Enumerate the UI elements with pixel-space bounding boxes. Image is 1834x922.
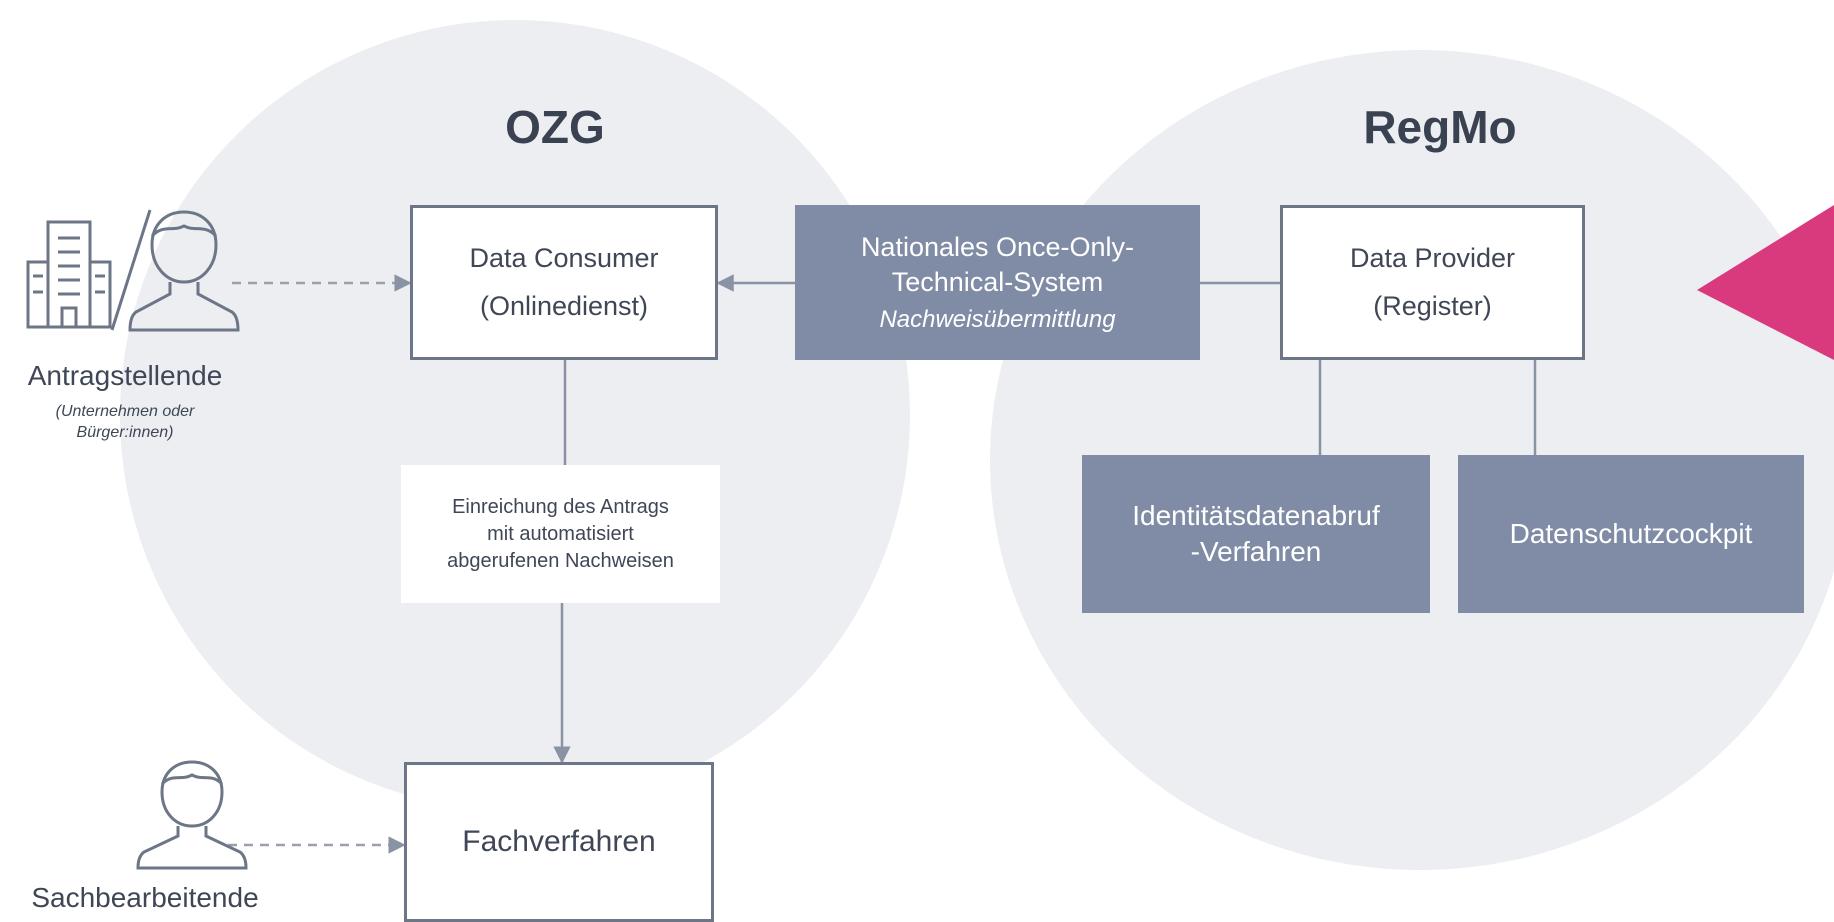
applicant-sub-line1: (Unternehmen oder — [55, 403, 195, 420]
applicant-label: Antragstellende — [27, 360, 223, 391]
idabruf-line1: Identitätsdatenabruf — [1132, 499, 1380, 531]
separator-slash — [110, 209, 152, 331]
noots-line1: Nationales Once-Only- — [860, 231, 1135, 262]
building-icon — [26, 220, 112, 329]
noots-box: Nationales Once-Only- Technical-System N… — [795, 205, 1200, 360]
applicant-sub-line2: Bürger:innen) — [76, 423, 174, 441]
noots-line3: Nachweisübermittlung — [879, 306, 1116, 333]
fachverfahren-box: Fachverfahren — [404, 762, 714, 922]
data-consumer-subtitle: (Onlinedienst) — [479, 290, 649, 321]
idabruf-box: Identitätsdatenabruf -Verfahren — [1082, 455, 1430, 613]
fachverfahren-label: Fachverfahren — [462, 824, 656, 858]
submission-note: Einreichung des Antrags mit automatisier… — [401, 465, 720, 603]
submission-note-line3: abgerufenen Nachweisen — [447, 549, 674, 572]
regmo-title: RegMo — [1363, 101, 1517, 153]
accent-triangle — [1697, 205, 1834, 360]
datenschutz-box: Datenschutzcockpit — [1458, 455, 1804, 613]
data-provider-title: Data Provider — [1349, 243, 1516, 274]
data-consumer-title: Data Consumer — [469, 243, 659, 274]
submission-note-line1: Einreichung des Antrags — [452, 495, 669, 518]
datenschutz-label: Datenschutzcockpit — [1509, 517, 1753, 549]
applicant-sublabel: (Unternehmen oder Bürger:innen) — [20, 402, 230, 444]
submission-note-line2: mit automatisiert — [487, 522, 634, 545]
idabruf-line2: -Verfahren — [1190, 536, 1322, 567]
noots-line2: Technical-System — [891, 266, 1104, 297]
ozg-zone-circle — [120, 20, 910, 810]
ozg-title: OZG — [505, 101, 605, 153]
data-provider-box: Data Provider (Register) — [1280, 205, 1585, 360]
clerk-label: Sachbearbeitende — [31, 882, 259, 913]
person-icon — [128, 210, 240, 332]
clerk-person-icon — [136, 760, 248, 870]
data-consumer-box: Data Consumer (Onlinedienst) — [410, 205, 718, 360]
data-provider-subtitle: (Register) — [1373, 290, 1492, 321]
